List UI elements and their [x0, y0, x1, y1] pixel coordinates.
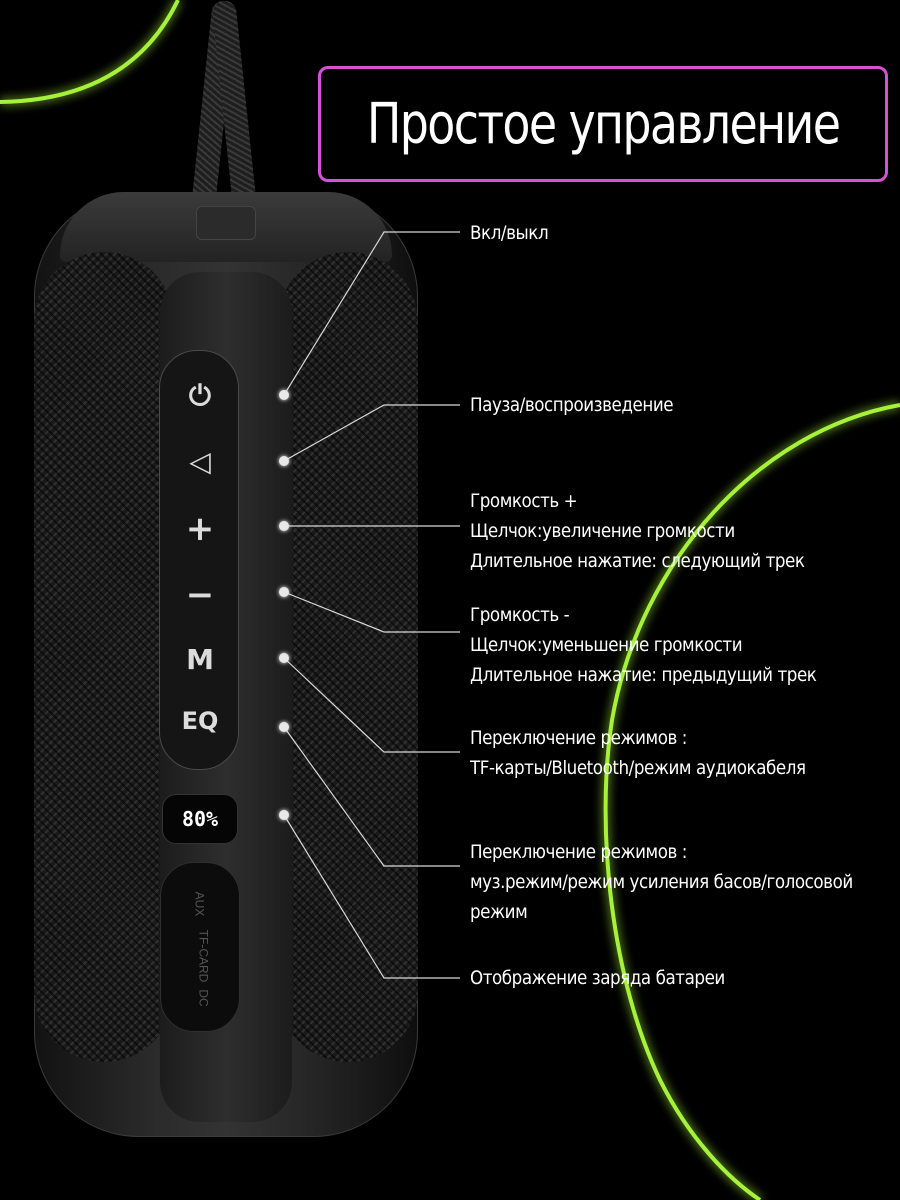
callout-line: Отображение заряда батареи — [470, 963, 725, 993]
callout-line: Переключение режимов : — [470, 837, 853, 867]
leader-dot — [279, 587, 289, 597]
callout-line: Длительное нажатие: предыдущий трек — [470, 660, 816, 690]
leader-battery — [284, 815, 460, 978]
callout-play-pause: Пауза/воспроизведение — [470, 390, 673, 420]
leader-dot — [279, 456, 289, 466]
callout-power: Вкл/выкл — [470, 218, 548, 248]
callout-line: Длительное нажатие: следующий трек — [470, 546, 805, 576]
callout-line: Щелчок:уменьшение громкости — [470, 630, 816, 660]
callout-line: TF-карты/Bluetooth/режим аудиокабеля — [470, 753, 806, 783]
callout-line: Вкл/выкл — [470, 218, 548, 248]
callout-line: Пауза/воспроизведение — [470, 390, 673, 420]
callout-line: режим — [470, 897, 853, 927]
leader-dot — [279, 810, 289, 820]
callout-line: Щелчок:увеличение громкости — [470, 516, 805, 546]
leader-dot — [279, 722, 289, 732]
callout-eq-switch: Переключение режимов : муз.режим/режим у… — [470, 837, 853, 927]
callout-line: Переключение режимов : — [470, 723, 806, 753]
leader-dot — [279, 653, 289, 663]
callout-mode-switch: Переключение режимов : TF-карты/Bluetoot… — [470, 723, 806, 783]
callout-line: муз.режим/режим усиления басов/голосовой — [470, 867, 853, 897]
leader-vol-down — [284, 592, 460, 632]
leader-eq — [284, 727, 460, 866]
leader-power — [284, 232, 460, 395]
leader-dot — [279, 521, 289, 531]
callout-volume-up: Громкость + Щелчок:увеличение громкости … — [470, 486, 805, 576]
leader-mode — [284, 658, 460, 752]
leader-dot — [279, 390, 289, 400]
callout-battery: Отображение заряда батареи — [470, 963, 725, 993]
callout-line: Громкость - — [470, 600, 816, 630]
callout-line: Громкость + — [470, 486, 805, 516]
leader-play — [284, 405, 460, 461]
callout-volume-down: Громкость - Щелчок:уменьшение громкости … — [470, 600, 816, 690]
